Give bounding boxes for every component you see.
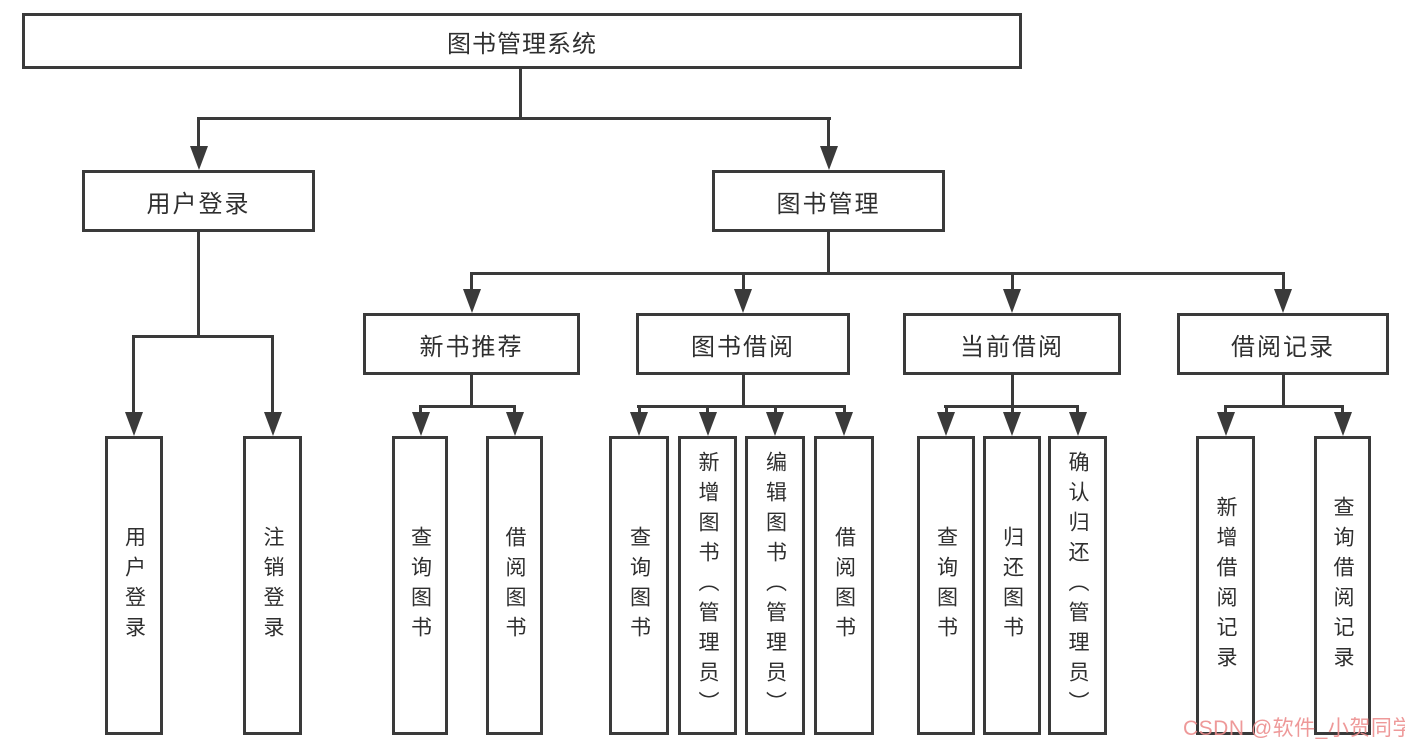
connector-leaf-shaft xyxy=(1076,405,1079,414)
node-label: 查询图书 xyxy=(408,525,432,646)
node-label: 借阅图书 xyxy=(832,525,856,646)
connector-leaf-shaft xyxy=(1010,405,1014,414)
node-label: 新增借阅记录 xyxy=(1214,495,1237,676)
node-leaf-edit-books-admin: 编辑图书（管理员） xyxy=(745,436,805,735)
connector-book-mgmt-shaft xyxy=(827,117,830,148)
connector-leaf-shaft xyxy=(637,405,641,414)
node-leaf-query-books-borrowing: 查询图书 xyxy=(609,436,669,735)
node-label: 当前借阅 xyxy=(960,333,1064,361)
node-book-management: 图书管理 xyxy=(712,170,945,232)
connector-user-login-bar xyxy=(132,335,274,338)
node-label: 查询借阅记录 xyxy=(1331,495,1354,676)
connector-leaf-shaft xyxy=(1341,405,1344,414)
connector-user-login-shaft xyxy=(197,117,200,148)
connector-level3-shaft xyxy=(470,272,473,292)
node-label: 图书管理系统 xyxy=(447,30,597,58)
node-label: 归还图书 xyxy=(1000,525,1024,646)
connector-leaf-shaft xyxy=(513,405,516,414)
connector-level3-shaft xyxy=(1010,272,1014,292)
connector-leaf-shaft xyxy=(132,335,135,414)
node-leaf-add-books-admin: 新增图书（管理员） xyxy=(678,436,737,735)
connector-leaf-shaft xyxy=(419,405,422,414)
connector-leaf-shaft xyxy=(1224,405,1227,414)
arrow-down-icon xyxy=(835,412,853,436)
node-leaf-add-borrow-record: 新增借阅记录 xyxy=(1196,436,1255,735)
connector-current-borrow-drop xyxy=(1010,375,1014,405)
connector-book-mgmt-drop xyxy=(827,232,830,272)
arrow-down-icon xyxy=(734,289,752,313)
node-leaf-borrow-books: 借阅图书 xyxy=(814,436,874,735)
arrow-down-icon xyxy=(1068,412,1087,436)
connector-level3-shaft xyxy=(1281,272,1285,292)
node-label: 查询图书 xyxy=(934,525,958,646)
node-leaf-return-books: 归还图书 xyxy=(983,436,1041,735)
arrow-down-icon xyxy=(819,146,838,170)
connector-root-drop xyxy=(519,69,522,117)
node-borrowing-records: 借阅记录 xyxy=(1177,313,1389,375)
connector-leaf-shaft xyxy=(842,405,846,414)
arrow-down-icon xyxy=(1333,412,1352,436)
node-label: 注销登录 xyxy=(261,525,284,646)
connector-leaf-shaft xyxy=(944,405,948,414)
connector-borrow-record-drop xyxy=(1281,375,1285,405)
node-label: 查询图书 xyxy=(627,525,651,646)
connector-book-borrow-bar xyxy=(637,405,846,408)
connector-user-login-drop xyxy=(197,232,200,335)
connector-borrow-record-bar xyxy=(1224,405,1344,408)
csdn-watermark: CSDN @软件_小贺同学 xyxy=(1183,717,1405,740)
node-leaf-confirm-return-admin: 确认归还（管理员） xyxy=(1048,436,1107,735)
connector-level3-shaft xyxy=(741,272,745,292)
node-label: 用户登录 xyxy=(146,190,251,218)
arrow-down-icon xyxy=(1274,289,1292,313)
connector-book-borrow-drop xyxy=(741,375,745,405)
node-label: 确认归还（管理员） xyxy=(1066,450,1089,721)
node-current-borrowing: 当前借阅 xyxy=(903,313,1121,375)
arrow-down-icon xyxy=(1216,412,1235,436)
node-leaf-logout: 注销登录 xyxy=(243,436,302,735)
arrow-down-icon xyxy=(937,412,955,436)
connector-new-book-drop xyxy=(470,375,473,405)
connector-new-book-bar xyxy=(419,405,516,408)
arrow-down-icon xyxy=(411,412,430,436)
connector-level2-bar xyxy=(198,117,831,120)
node-label: 借阅记录 xyxy=(1231,333,1335,361)
node-leaf-query-books-recommend: 查询图书 xyxy=(392,436,448,735)
arrow-down-icon xyxy=(263,412,282,436)
arrow-down-icon xyxy=(462,289,481,313)
node-label: 图书借阅 xyxy=(691,333,795,361)
node-user-login: 用户登录 xyxy=(82,170,315,232)
node-label: 编辑图书（管理员） xyxy=(763,450,787,721)
arrow-down-icon xyxy=(766,412,784,436)
node-label: 新增图书（管理员） xyxy=(696,450,719,721)
arrow-down-icon xyxy=(125,412,143,436)
node-leaf-query-borrow-record: 查询借阅记录 xyxy=(1314,436,1371,735)
node-book-borrowing: 图书借阅 xyxy=(636,313,850,375)
node-label: 图书管理 xyxy=(776,190,881,218)
connector-leaf-shaft xyxy=(271,335,274,414)
node-label: 新书推荐 xyxy=(419,333,524,361)
connector-leaf-shaft xyxy=(706,405,709,414)
arrow-down-icon xyxy=(698,412,717,436)
arrow-down-icon xyxy=(1003,412,1021,436)
node-leaf-user-login: 用户登录 xyxy=(105,436,163,735)
connector-level3-bar xyxy=(470,272,1285,275)
node-label: 借阅图书 xyxy=(503,525,526,646)
connector-leaf-shaft xyxy=(773,405,777,414)
node-leaf-query-books-current: 查询图书 xyxy=(917,436,975,735)
node-leaf-borrow-books-recommend: 借阅图书 xyxy=(486,436,543,735)
arrow-down-icon xyxy=(189,146,208,170)
node-new-book-recommend: 新书推荐 xyxy=(363,313,580,375)
arrow-down-icon xyxy=(630,412,648,436)
arrow-down-icon xyxy=(1003,289,1021,313)
node-book-management-system: 图书管理系统 xyxy=(22,13,1022,69)
node-label: 用户登录 xyxy=(122,525,146,646)
arrow-down-icon xyxy=(505,412,524,436)
